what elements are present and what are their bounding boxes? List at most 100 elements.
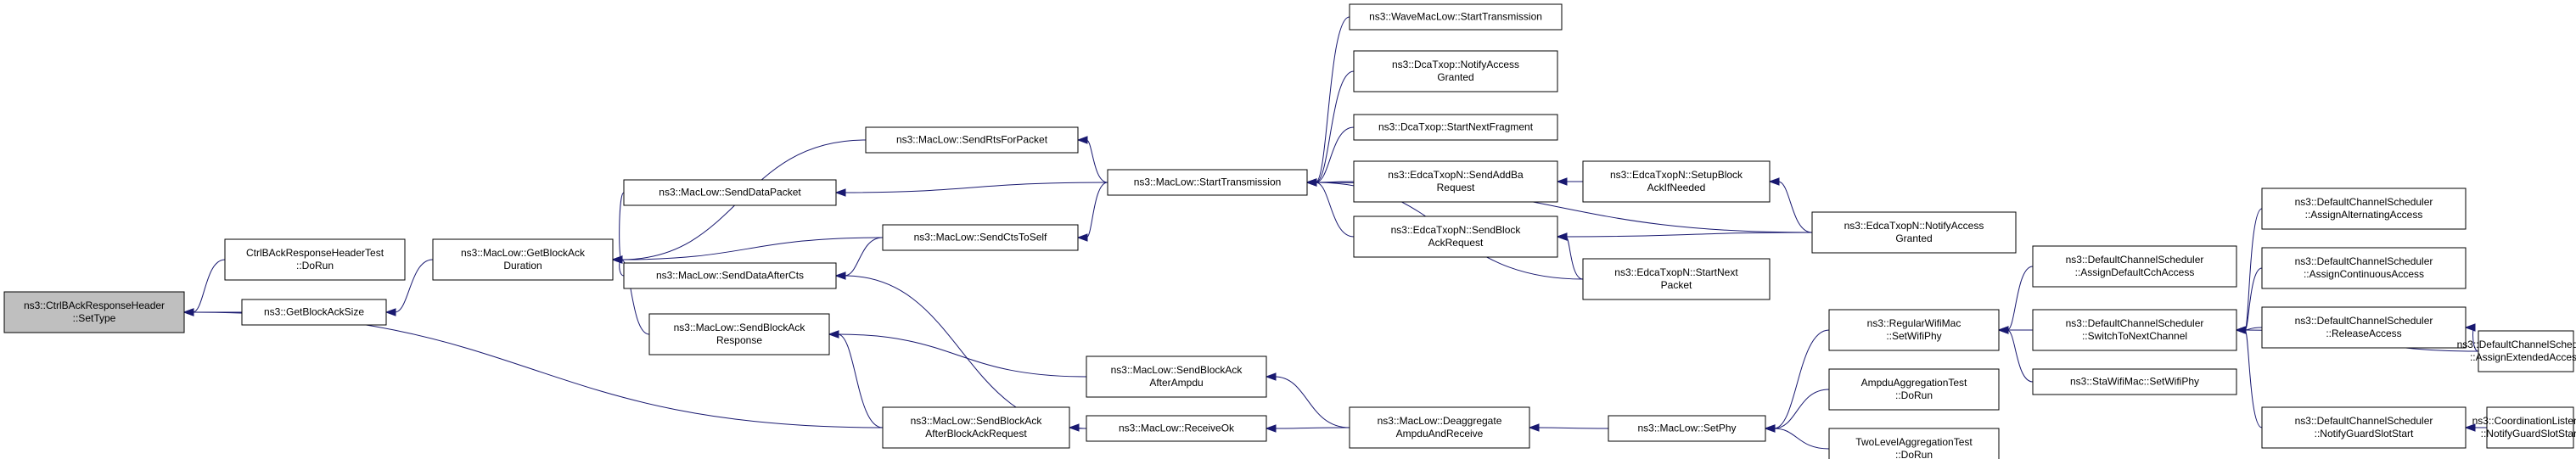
arrowhead-n33-to-n27 bbox=[2235, 326, 2247, 334]
node-label: Request bbox=[1437, 182, 1475, 193]
arrowhead-n8-to-n3 bbox=[611, 255, 623, 264]
node-box[interactable] bbox=[882, 406, 1070, 449]
node-box[interactable] bbox=[1828, 368, 2000, 411]
node-label: ::NotifyGuardSlotStart bbox=[2315, 428, 2414, 439]
graph-node-n5[interactable]: ns3::MacLow::SendDataAfterCts bbox=[623, 262, 837, 289]
node-label: ns3::RegularWifiMac bbox=[1867, 317, 1961, 329]
node-box[interactable] bbox=[2261, 247, 2467, 289]
graph-node-n34[interactable]: ns3::CoordinationListener::NotifyGuardSl… bbox=[2472, 406, 2576, 449]
node-box[interactable] bbox=[1582, 160, 1771, 203]
node-box[interactable] bbox=[2261, 188, 2467, 230]
edge-n8-to-n5 bbox=[844, 237, 884, 277]
node-label: ns3::EdcaTxopN::NotifyAccess bbox=[1844, 220, 1984, 232]
edge-n8-to-n3 bbox=[620, 237, 884, 260]
node-box[interactable] bbox=[2032, 309, 2237, 351]
graph-node-n12[interactable]: ns3::MacLow::StartTransmission bbox=[1107, 169, 1308, 196]
node-label: ::NotifyGuardSlotStart bbox=[2481, 428, 2576, 439]
arrowhead-n21-to-n12 bbox=[1305, 178, 1317, 187]
node-box[interactable] bbox=[224, 238, 406, 281]
graph-node-n33[interactable]: ns3::DefaultChannelScheduler::AssignExte… bbox=[2457, 330, 2576, 372]
graph-node-n27[interactable]: ns3::DefaultChannelScheduler::SwitchToNe… bbox=[2032, 309, 2237, 351]
node-box[interactable] bbox=[1353, 160, 1558, 203]
node-box[interactable] bbox=[1353, 50, 1558, 92]
arrowhead-n12-to-n4 bbox=[834, 188, 846, 197]
node-label: ns3::EdcaTxopN::StartNext bbox=[1614, 266, 1738, 278]
graph-node-n0[interactable]: ns3::CtrlBAckResponseHeader::SetType bbox=[3, 291, 185, 333]
node-box[interactable] bbox=[1828, 309, 2000, 351]
graph-node-n28[interactable]: ns3::StaWifiMac::SetWifiPhy bbox=[2032, 368, 2237, 395]
node-box[interactable] bbox=[241, 299, 387, 326]
node-box[interactable] bbox=[623, 262, 837, 289]
node-box[interactable] bbox=[2032, 368, 2237, 395]
node-box[interactable] bbox=[1828, 428, 2000, 459]
graph-node-n16[interactable]: ns3::DcaTxop::StartNextFragment bbox=[1353, 114, 1558, 141]
node-box[interactable] bbox=[1349, 406, 1530, 449]
graph-node-n24[interactable]: AmpduAggregationTest::DoRun bbox=[1828, 368, 2000, 411]
node-box[interactable] bbox=[1086, 355, 1267, 398]
node-box[interactable] bbox=[648, 313, 830, 355]
graph-node-n11[interactable]: ns3::MacLow::ReceiveOk bbox=[1086, 415, 1267, 442]
graph-node-n22[interactable]: ns3::MacLow::SetPhy bbox=[1608, 415, 1766, 442]
node-box[interactable] bbox=[1107, 169, 1308, 196]
node-label: AmpduAndReceive bbox=[1396, 428, 1484, 439]
graph-node-n26[interactable]: ns3::DefaultChannelScheduler::AssignDefa… bbox=[2032, 245, 2237, 288]
graph-node-n10[interactable]: ns3::MacLow::SendBlockAckAfterBlockAckRe… bbox=[882, 406, 1070, 449]
node-label: ::DoRun bbox=[1895, 449, 1933, 459]
arrowhead-n22-to-n13 bbox=[1528, 423, 1540, 432]
node-label: TwoLevelAggregationTest bbox=[1855, 436, 1973, 448]
graph-node-n23[interactable]: ns3::RegularWifiMac::SetWifiPhy bbox=[1828, 309, 2000, 351]
graph-node-n30[interactable]: ns3::DefaultChannelScheduler::AssignCont… bbox=[2261, 247, 2467, 289]
graph-node-n32[interactable]: ns3::DefaultChannelScheduler::NotifyGuar… bbox=[2261, 406, 2467, 449]
node-label: AckIfNeeded bbox=[1647, 182, 1706, 193]
node-box[interactable] bbox=[1811, 211, 2017, 254]
node-box[interactable] bbox=[623, 179, 837, 206]
node-box[interactable] bbox=[2032, 245, 2237, 288]
node-label: ::AssignAlternatingAccess bbox=[2305, 209, 2423, 221]
node-label: ns3::DefaultChannelScheduler bbox=[2066, 317, 2204, 329]
node-box[interactable] bbox=[432, 238, 614, 281]
graph-node-n4[interactable]: ns3::MacLow::SendDataPacket bbox=[623, 179, 837, 206]
graph-node-n2[interactable]: ns3::GetBlockAckSize bbox=[241, 299, 387, 326]
arrowhead-n11-to-n5 bbox=[834, 271, 846, 280]
node-box[interactable] bbox=[882, 224, 1079, 251]
node-label: ns3::MacLow::SendBlockAck bbox=[1111, 364, 1243, 376]
node-box[interactable] bbox=[1353, 216, 1558, 258]
node-box[interactable] bbox=[1608, 415, 1766, 442]
node-label: AmpduAggregationTest bbox=[1861, 377, 1967, 389]
arrowhead-n13-to-n11 bbox=[1265, 424, 1277, 433]
node-box[interactable] bbox=[1582, 258, 1771, 300]
node-box[interactable] bbox=[2261, 306, 2467, 349]
node-label: ns3::DcaTxop::NotifyAccess bbox=[1392, 59, 1519, 70]
node-box[interactable] bbox=[865, 126, 1079, 154]
node-box[interactable] bbox=[1086, 415, 1267, 442]
graph-node-n1[interactable]: CtrlBAckResponseHeaderTest::DoRun bbox=[224, 238, 406, 281]
graph-node-n7[interactable]: ns3::MacLow::SendRtsForPacket bbox=[865, 126, 1079, 154]
graph-node-n14[interactable]: ns3::WaveMacLow::StartTransmission bbox=[1349, 3, 1563, 31]
node-label: ns3::EdcaTxopN::SendBlock bbox=[1391, 224, 1522, 236]
edge-n9-to-n6 bbox=[837, 333, 1087, 378]
edge-n12-to-n7 bbox=[1086, 139, 1108, 183]
node-box[interactable] bbox=[2478, 330, 2574, 372]
graph-node-n8[interactable]: ns3::MacLow::SendCtsToSelf bbox=[882, 224, 1079, 251]
node-label: AfterAmpdu bbox=[1149, 377, 1203, 389]
graph-node-n31[interactable]: ns3::DefaultChannelScheduler::ReleaseAcc… bbox=[2261, 306, 2467, 349]
graph-node-n29[interactable]: ns3::DefaultChannelScheduler::AssignAlte… bbox=[2261, 188, 2467, 230]
node-label: ns3::CtrlBAckResponseHeader bbox=[24, 299, 165, 311]
node-box[interactable] bbox=[2486, 406, 2574, 449]
node-layer: ns3::CtrlBAckResponseHeader::SetType Ctrl… bbox=[3, 3, 2576, 459]
node-box[interactable] bbox=[1349, 3, 1563, 31]
node-box[interactable] bbox=[2261, 406, 2467, 449]
graph-node-n25[interactable]: TwoLevelAggregationTest::DoRun bbox=[1828, 428, 2000, 459]
node-box[interactable] bbox=[3, 291, 185, 333]
node-box[interactable] bbox=[1353, 114, 1558, 141]
